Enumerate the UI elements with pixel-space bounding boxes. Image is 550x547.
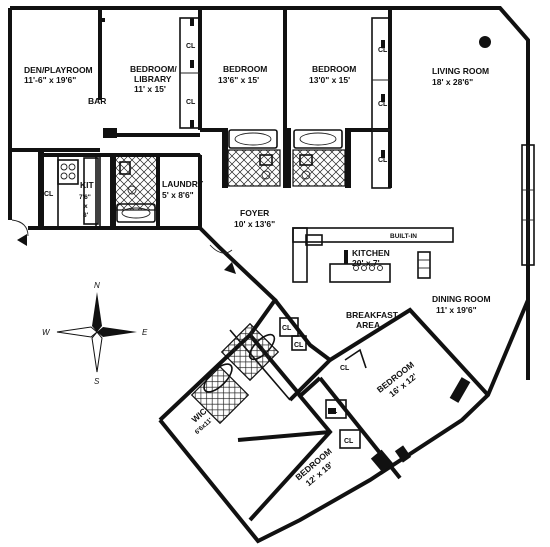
den-name: DEN/PLAYROOM (24, 65, 93, 75)
closets-north (179, 17, 391, 189)
closet-label: CL (340, 365, 350, 372)
kit-dim2: x (84, 203, 88, 210)
breakfast-name2: AREA (356, 320, 380, 330)
entry-arrows (11, 219, 236, 274)
kitchen-counters (292, 227, 454, 283)
living-room-name: LIVING ROOM (432, 66, 489, 76)
laundry-dim: 5' x 8'6" (162, 190, 194, 200)
compass-w: W (42, 328, 51, 337)
closet-label: CL (186, 99, 196, 106)
bedroom2-name: BEDROOM (312, 64, 356, 74)
bedroom-wing (190, 298, 471, 522)
closet-label: CL (44, 191, 54, 198)
bedroom-library-dim: 11' x 15' (134, 84, 166, 94)
compass-rose: N S E W (42, 281, 148, 386)
built-in-label: BUILT-IN (390, 233, 417, 240)
outer-wall-east (158, 40, 530, 544)
foyer-dim: 10' x 13'6" (234, 219, 275, 229)
entry-arrow-foyer (224, 262, 236, 274)
kit-name: KIT (80, 180, 95, 190)
closet-label: CL (294, 342, 304, 349)
living-window (479, 36, 535, 266)
closet-labels: CL CL CL CL CL CL CL CL CL CL CL (44, 43, 388, 445)
bedroom2-dim: 13'0" x 15' (309, 75, 350, 85)
kitchen-dim: 20' x 7' (352, 258, 380, 268)
closet-label: CL (378, 157, 388, 164)
compass-n: N (94, 281, 100, 290)
breakfast-name1: BREAKFAST (346, 310, 399, 320)
foyer-name: FOYER (240, 208, 269, 218)
closet-label: CL (282, 325, 292, 332)
outer-walls (8, 6, 530, 544)
closet-label: CL (378, 47, 388, 54)
kit-dim3: 8' (83, 212, 89, 219)
laundry-name: LAUNDRY (162, 179, 204, 189)
entry-arrow-west (17, 234, 27, 246)
compass-s: S (94, 377, 100, 386)
bedroom1-name: BEDROOM (223, 64, 267, 74)
living-room-dim: 18' x 28'6" (432, 77, 473, 87)
bar-label: BAR (88, 96, 106, 106)
closet-label: CL (186, 43, 196, 50)
dining-room-name: DINING ROOM (432, 294, 491, 304)
service-cluster (38, 150, 202, 230)
compass-e: E (142, 328, 148, 337)
kitchen-name: KITCHEN (352, 248, 390, 258)
bedroom3-walls (328, 307, 490, 463)
dining-room-dim: 11' x 19'6" (436, 305, 477, 315)
den-dim: 11'-6" x 19'6" (24, 75, 76, 85)
bedroom-library-name2: LIBRARY (134, 74, 172, 84)
kit-dim1: 7'6" (79, 194, 91, 201)
bathrooms-north (227, 129, 346, 187)
closet-label: CL (344, 438, 354, 445)
bedroom1-dim: 13'6" x 15' (218, 75, 259, 85)
closet-label: CL (328, 408, 338, 415)
closet-label: CL (378, 101, 388, 108)
bedroom-library-name1: BEDROOM/ (130, 64, 177, 74)
